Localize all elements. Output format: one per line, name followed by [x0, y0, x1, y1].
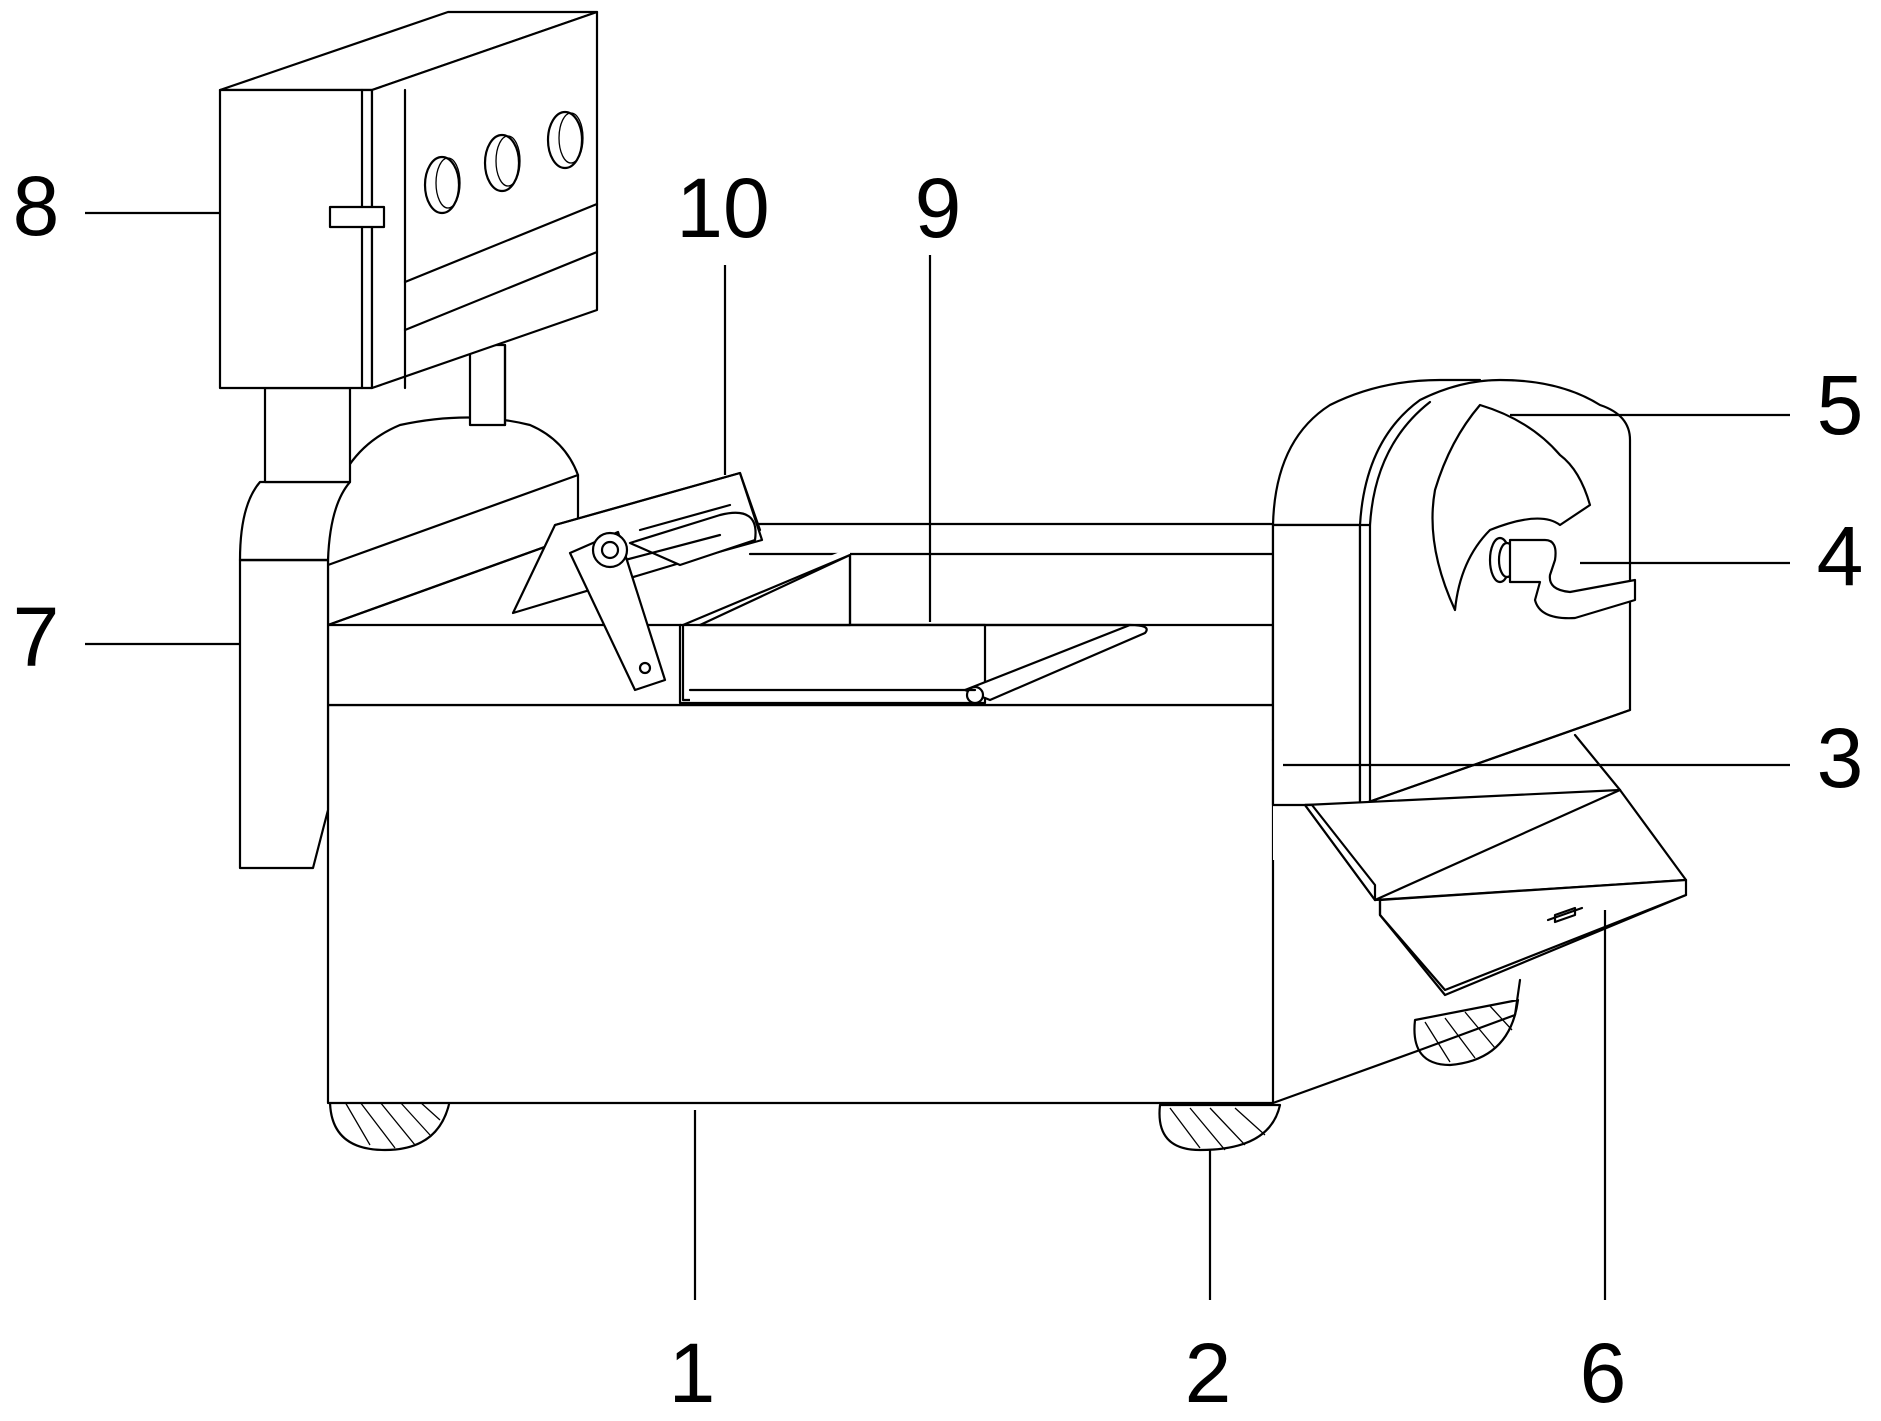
control-box-support — [263, 343, 507, 484]
leader-lines — [85, 211, 1790, 1300]
reference-labels: 1 2 3 4 5 6 7 8 9 10 — [13, 159, 1864, 1420]
label-6: 6 — [1580, 1326, 1627, 1420]
discharge-chute — [238, 480, 352, 870]
wheel-front-left — [328, 1098, 452, 1152]
wheel-front-right — [1158, 1103, 1282, 1152]
control-knobs — [423, 110, 584, 215]
label-7: 7 — [13, 590, 60, 684]
label-1: 1 — [669, 1326, 716, 1420]
label-10: 10 — [676, 161, 769, 255]
left-drum-housing — [326, 416, 580, 627]
label-9: 9 — [915, 161, 962, 255]
label-2: 2 — [1185, 1326, 1232, 1420]
output-tray — [1303, 733, 1688, 997]
label-4: 4 — [1817, 509, 1864, 603]
control-box — [218, 10, 599, 390]
label-5: 5 — [1817, 358, 1864, 452]
label-3: 3 — [1817, 711, 1864, 805]
label-8: 8 — [13, 159, 60, 253]
feed-conveyor — [678, 553, 1148, 705]
blade-guard — [1431, 403, 1592, 612]
handle — [1488, 536, 1637, 620]
